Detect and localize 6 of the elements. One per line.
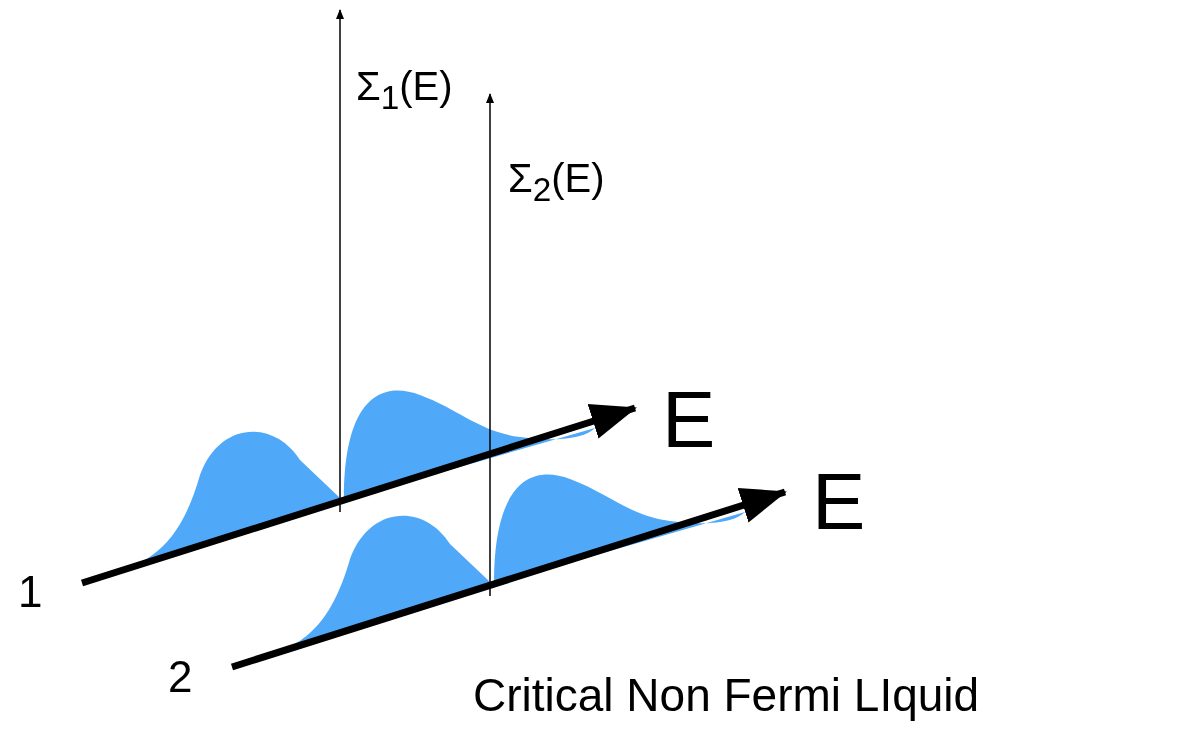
axis-label: Σ$_{2}$(E)	[508, 158, 605, 207]
axis-label: Σ$_{1}$(E)	[356, 66, 453, 115]
axis-label: E	[812, 462, 866, 542]
chain-number: 1	[18, 570, 43, 614]
chain-number: 2	[168, 655, 193, 699]
axis-label: E	[662, 380, 716, 460]
